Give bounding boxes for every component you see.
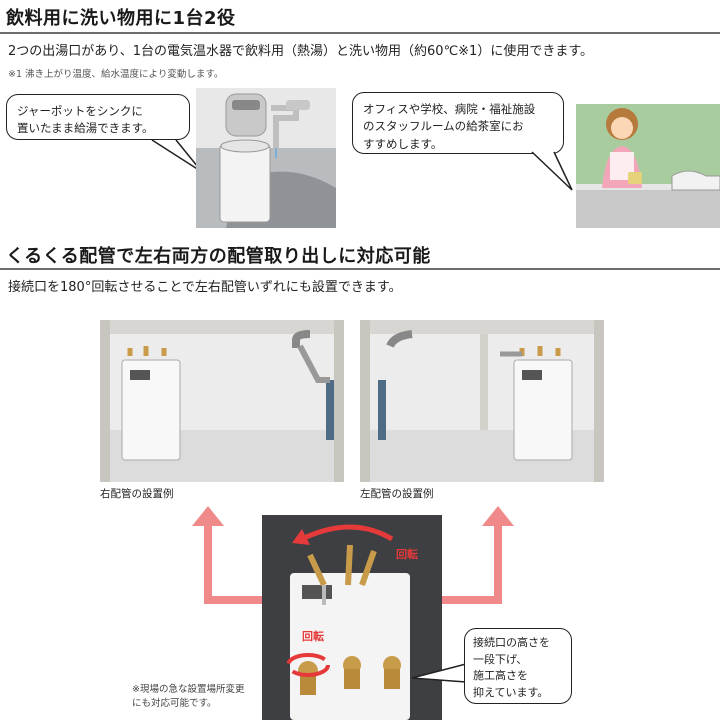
caption-right-piping: 右配管の設置例: [100, 488, 174, 500]
arrow-to-right-piping-icon: [192, 506, 264, 604]
note-line: ※現場の急な設置場所変更: [132, 684, 245, 695]
caption-left-piping: 左配管の設置例: [360, 488, 434, 500]
bubble-line: 施工高さを: [473, 669, 528, 682]
section-heading-piping: くるくる配管で左右両方の配管取り出しに対応可能: [6, 246, 431, 267]
bubble-line: 置いたまま給湯できます。: [17, 121, 154, 136]
bubble-line: 抑えています。: [473, 685, 549, 699]
bubble-line: ジャーポットをシンクに: [17, 104, 143, 118]
speech-bubble-jar-pot: ジャーポットをシンクに 置いたまま給湯できます。: [6, 94, 190, 140]
rotate-label-bottom: 回転: [302, 630, 324, 643]
bubble-line: 接続口の高さを: [473, 636, 550, 649]
section-heading-dual-use: 飲料用に洗い物用に1台2役: [6, 8, 236, 29]
speech-bubble-connector-height: 接続口の高さを 一段下げ、 施工高さを 抑えています。: [464, 628, 572, 704]
dual-use-description: 2つの出湯口があり、1台の電気温水器で飲料用（熱湯）と洗い物用（約60℃※1）に…: [8, 44, 594, 59]
bubble-line: 一段下げ、: [473, 652, 528, 666]
sink-jar-pot-photo: [196, 88, 336, 228]
bubble-line: のスタッフルームの給茶室にお: [363, 119, 524, 134]
heading-rule: [0, 32, 720, 34]
heading-rule: [0, 268, 720, 270]
arrow-to-left-piping-icon: [442, 506, 514, 604]
site-change-note: ※現場の急な設置場所変更 にも対応可能です。: [132, 683, 244, 711]
piping-description: 接続口を180°回転させることで左右配管いずれにも設置できます。: [8, 280, 402, 295]
bubble-tail: [411, 663, 467, 683]
rotating-connector-photo: [262, 515, 442, 720]
note-line: にも対応可能です。: [132, 697, 217, 709]
right-piping-install-photo: [100, 320, 344, 482]
temperature-footnote: ※1 沸き上がり温度、給水温度により変動します。: [8, 69, 224, 80]
office-staff-illustration: [576, 96, 720, 228]
rotate-label-top: 回転: [396, 548, 418, 561]
bubble-line: すすめします。: [363, 136, 443, 151]
left-piping-install-photo: [360, 320, 604, 482]
speech-bubble-office: オフィスや学校、病院・福祉施設 のスタッフルームの給茶室にお すすめします。: [352, 92, 564, 154]
bubble-tail: [531, 151, 573, 191]
bubble-line: オフィスや学校、病院・福祉施設: [363, 102, 536, 116]
